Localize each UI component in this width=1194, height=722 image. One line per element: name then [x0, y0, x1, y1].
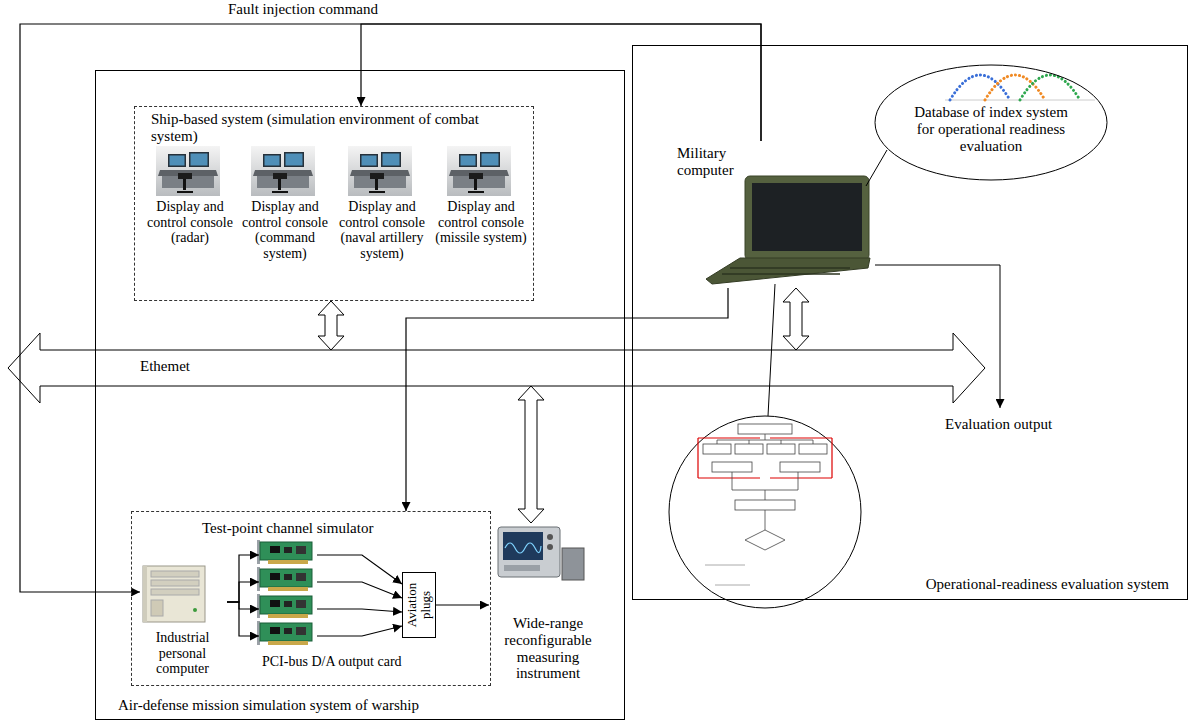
connector: [436, 605, 489, 606]
node-label: PCI-bus D/A output card: [262, 654, 402, 670]
da-card-picture: [257, 567, 312, 591]
node-label: Display and control console (missile sys…: [435, 199, 527, 246]
database-ellipse: Database of index system for operational…: [874, 64, 1108, 181]
connector-line: [406, 288, 728, 511]
console-pictures: [156, 146, 511, 196]
instrument-picture: [498, 527, 584, 580]
double-arrow: [783, 288, 809, 350]
node-label: Air-defense mission simulation system of…: [118, 697, 419, 714]
computer-unit: Industrial personal computer: [140, 564, 227, 680]
connector: [406, 288, 728, 511]
da-card-picture: [257, 540, 312, 564]
node-label: Industrial personal computer: [140, 630, 225, 677]
node-label: Test-point channel simulator: [202, 520, 373, 537]
scatter-chart-picture: [945, 75, 1095, 100]
instrument-unit: Wide-range reconfigurable measuring inst…: [489, 523, 609, 698]
bus-arrow: [8, 333, 985, 403]
node-label: Ship-based system (simulation environmen…: [151, 111, 519, 145]
leader-lines: [768, 150, 887, 416]
node-label: Military computer: [677, 145, 757, 179]
system-boundary: Air-defense mission simulation system of…: [95, 70, 625, 720]
node-label: Display and control console (naval artil…: [336, 199, 428, 262]
console-picture: [447, 146, 511, 196]
console-picture: [348, 146, 412, 196]
console-unit: Display and control console (command sys…: [239, 147, 333, 297]
system-boundary: Operational-readiness evaluation system M…: [632, 45, 1188, 600]
node-label: Display and control console (radar): [144, 199, 236, 246]
free-label: Evaluation output: [945, 416, 1052, 433]
connector: [318, 301, 344, 350]
node-label: Ethemet: [140, 358, 190, 375]
connector-line: [436, 604, 489, 605]
connector-line: [227, 582, 259, 602]
connector-line: [20, 24, 761, 592]
connector-line: [317, 609, 402, 612]
subsystem-box: Ship-based system (simulation environmen…: [134, 106, 534, 301]
da-card-pictures: [257, 540, 312, 645]
laptop-picture: [706, 176, 870, 284]
connector-line: [227, 602, 259, 609]
connector: [518, 386, 544, 523]
double-arrow: [318, 301, 344, 350]
node-label: Operational-readiness evaluation system: [926, 576, 1169, 593]
console-unit: Display and control console (naval artil…: [336, 147, 430, 297]
console-picture: [251, 146, 315, 196]
da-card-picture: [257, 594, 312, 618]
node-label: Aviation plugs: [405, 575, 434, 635]
connector-line: [317, 582, 402, 598]
ellipse-outline: [875, 65, 1107, 180]
connector: [227, 555, 259, 636]
ethernet-bus: Ethemet: [40, 350, 953, 386]
index-tree-picture: [669, 416, 861, 608]
console-unit: Display and control console (radar): [144, 147, 238, 297]
output-arrow: [875, 265, 1000, 408]
connector-line: [227, 555, 259, 602]
double-arrow: [518, 386, 544, 523]
connector: [783, 288, 809, 350]
console-unit: Display and control console (missile sys…: [435, 147, 529, 297]
connector-line: [317, 555, 402, 584]
subsystem-box: Test-point channel simulatorIndustrial p…: [131, 511, 491, 686]
node-label: Database of index system for operational…: [906, 104, 1076, 154]
node-label: Wide-range reconfigurable measuring inst…: [489, 615, 607, 682]
console-picture: [156, 146, 220, 196]
connector-line: [317, 626, 402, 636]
industrial-computer-picture: [143, 566, 205, 622]
connector-line: [227, 602, 259, 636]
connector: [317, 555, 402, 636]
computer-unit: Military computer: [671, 141, 876, 288]
da-card-picture: [257, 621, 312, 645]
plug-box: Aviation plugs: [402, 572, 436, 638]
edge-label: Fault injection command: [228, 1, 378, 18]
connector: [20, 24, 761, 592]
node-label: Display and control console (command sys…: [239, 199, 331, 262]
